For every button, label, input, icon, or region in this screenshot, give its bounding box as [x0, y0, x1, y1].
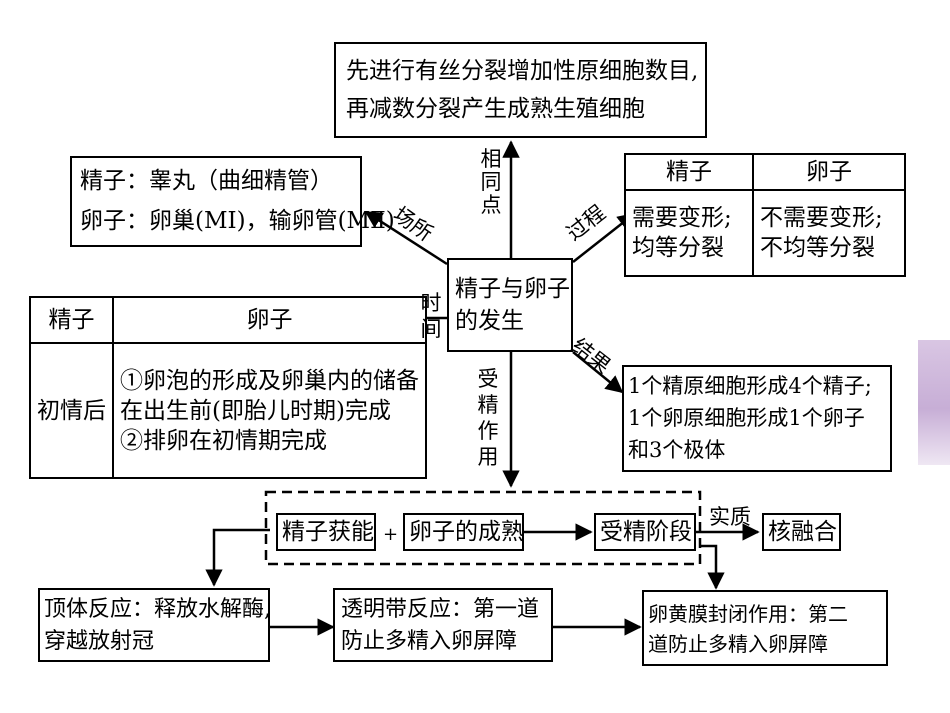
process-head-sperm: 精子: [624, 153, 754, 191]
time-egg-line-3: ②排卵在初情期完成: [120, 427, 327, 454]
process-sperm-line-1: 需要变形;: [632, 205, 732, 231]
time-sperm-value: 初情后: [29, 342, 114, 479]
place-box: 精子：睾丸（曲细精管） 卵子：卵巢(MⅠ)，输卵管(MⅡ): [70, 156, 395, 247]
fertilization-stage-text: 受精阶段: [600, 519, 692, 545]
egg-maturation-text: 卵子的成熟: [409, 519, 524, 545]
nuclear-fusion-box: 核融合: [762, 513, 841, 551]
common-label: 相同点: [480, 147, 502, 217]
acrosome-reaction-box: 顶体反应：释放水解酶, 穿越放射冠: [38, 588, 271, 662]
common-points-box: 先进行有丝分裂增加性原细胞数目, 再减数分裂产生成熟生殖细胞: [334, 42, 707, 138]
zona-reaction-box: 透明带反应：第一道 防止多精入卵屏障: [333, 588, 553, 662]
result-line-1: 1个精原细胞形成4个精子;: [628, 374, 872, 398]
zona-line-1: 透明带反应：第一道: [341, 597, 540, 622]
plus-sign: +: [383, 524, 399, 545]
nuclear-fusion-text: 核融合: [768, 519, 837, 545]
acrosome-line-2: 穿越放射冠: [44, 629, 155, 654]
vitelline-block-box: 卵黄膜封闭作用：第二 道防止多精入卵屏障: [642, 590, 888, 666]
process-sperm-cell: 需要变形; 均等分裂: [624, 189, 754, 277]
arrow-stage-down: [700, 544, 725, 590]
right-edge-decoration: [918, 340, 950, 465]
essence-label: 实质: [709, 505, 751, 529]
common-line-2: 再减数分裂产生成熟生殖细胞: [346, 96, 645, 122]
result-line-2: 1个卵原细胞形成1个卵子: [628, 406, 865, 430]
time-label: 时间: [420, 291, 442, 341]
fertilization-dashed-frame: [264, 490, 702, 566]
center-line-2: 的发生: [455, 308, 524, 334]
time-head-sperm: 精子: [29, 296, 114, 344]
time-egg-cell: ①卵泡的形成及卵巢内的储备 在出生前(即胎儿时期)完成 ②排卵在初情期完成: [112, 342, 427, 479]
result-box: 1个精原细胞形成4个精子; 1个卵原细胞形成1个卵子 和3个极体: [622, 365, 892, 472]
center-box: 精子与卵子 的发生: [447, 258, 573, 352]
fertilization-label: 受精作用: [477, 367, 499, 469]
process-egg-line-1: 不需要变形;: [760, 205, 883, 231]
time-table: 精子 卵子 初情后 ①卵泡的形成及卵巢内的储备 在出生前(即胎儿时期)完成 ②排…: [29, 296, 427, 479]
common-line-1: 先进行有丝分裂增加性原细胞数目,: [346, 58, 699, 84]
zona-line-2: 防止多精入卵屏障: [341, 629, 518, 654]
capacitation-box: 精子获能: [276, 513, 376, 551]
time-egg-line-1: ①卵泡的形成及卵巢内的储备: [120, 367, 419, 394]
fertilization-stage-box: 受精阶段: [594, 513, 696, 551]
result-line-3: 和3个极体: [628, 438, 726, 462]
process-head-egg: 卵子: [752, 153, 906, 191]
arrow-to-acrosome: [205, 528, 270, 587]
egg-maturation-box: 卵子的成熟: [403, 513, 524, 551]
vitelline-line-1: 卵黄膜封闭作用：第二: [648, 602, 848, 626]
time-egg-line-2: 在出生前(即胎儿时期)完成: [120, 397, 391, 424]
vitelline-line-2: 道防止多精入卵屏障: [648, 632, 828, 656]
process-egg-cell: 不需要变形; 不均等分裂: [752, 189, 906, 277]
center-line-1: 精子与卵子: [455, 276, 570, 302]
capacitation-text: 精子获能: [282, 519, 374, 545]
place-line-1: 精子：睾丸（曲细精管）: [80, 168, 333, 194]
place-line-2: 卵子：卵巢(MⅠ)，输卵管(MⅡ): [80, 208, 395, 234]
arrow-to-result: [572, 351, 624, 394]
time-head-egg: 卵子: [112, 296, 427, 344]
process-table: 精子 卵子 需要变形; 均等分裂 不需要变形; 不均等分裂: [624, 153, 906, 277]
process-sperm-line-2: 均等分裂: [632, 235, 724, 261]
process-egg-line-2: 不均等分裂: [760, 235, 875, 261]
arrow-to-place: [364, 210, 448, 266]
arrow-to-process: [572, 212, 636, 263]
acrosome-line-1: 顶体反应：释放水解酶,: [44, 597, 271, 622]
